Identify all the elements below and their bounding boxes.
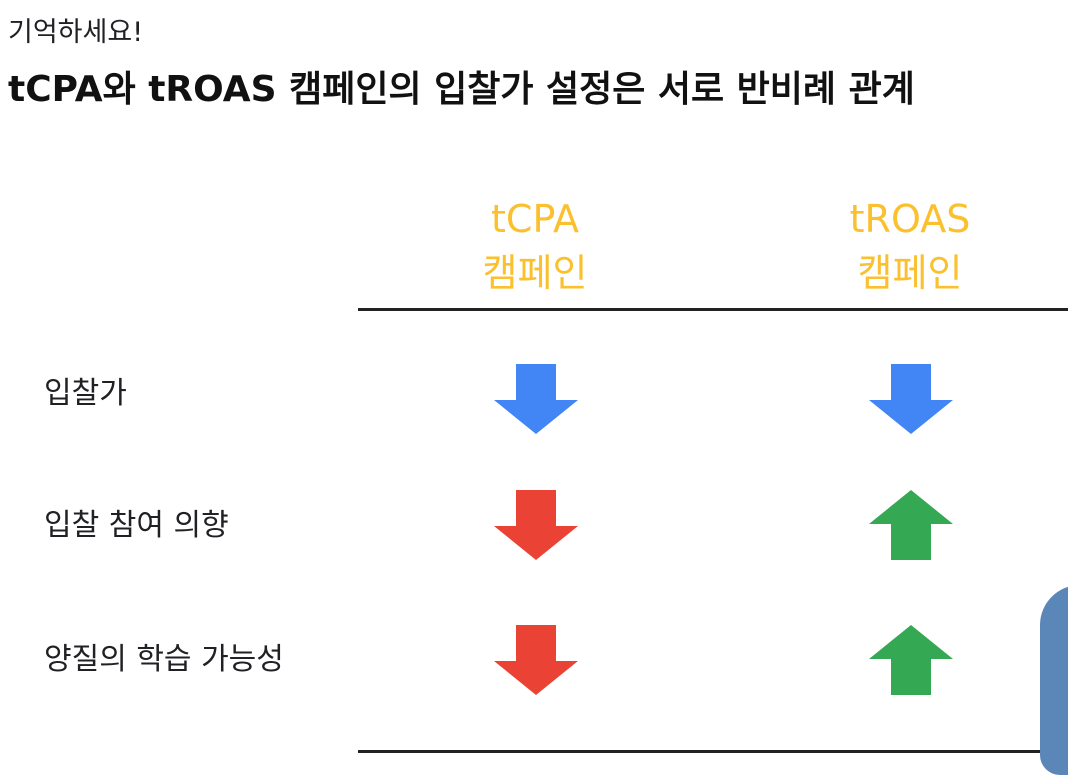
subtitle: 기억하세요!	[8, 17, 144, 48]
column-header-troas-line2: 캠페인	[857, 251, 963, 295]
column-header-tcpa: tCPA 캠페인	[425, 192, 645, 300]
column-header-troas-line1: tROAS	[849, 197, 971, 241]
row-label-learning: 양질의 학습 가능성	[44, 642, 284, 677]
arrow-down-icon	[869, 364, 953, 434]
page-title: tCPA와 tROAS 캠페인의 입찰가 설정은 서로 반비례 관계	[8, 69, 915, 110]
column-header-tcpa-line2: 캠페인	[482, 251, 588, 295]
arrow-up-icon	[869, 625, 953, 695]
arrow-down-icon	[494, 364, 578, 434]
arrow-up-icon	[869, 490, 953, 560]
column-header-troas: tROAS 캠페인	[800, 192, 1020, 300]
row-label-bid-intent: 입찰 참여 의향	[44, 508, 229, 543]
arrow-down-icon	[494, 625, 578, 695]
row-label-bid: 입찰가	[44, 376, 127, 411]
table-top-rule	[358, 308, 1068, 311]
table-bottom-rule	[358, 750, 1068, 753]
presenter-shoulder	[1040, 585, 1068, 775]
column-header-tcpa-line1: tCPA	[491, 197, 579, 241]
arrow-down-icon	[494, 490, 578, 560]
